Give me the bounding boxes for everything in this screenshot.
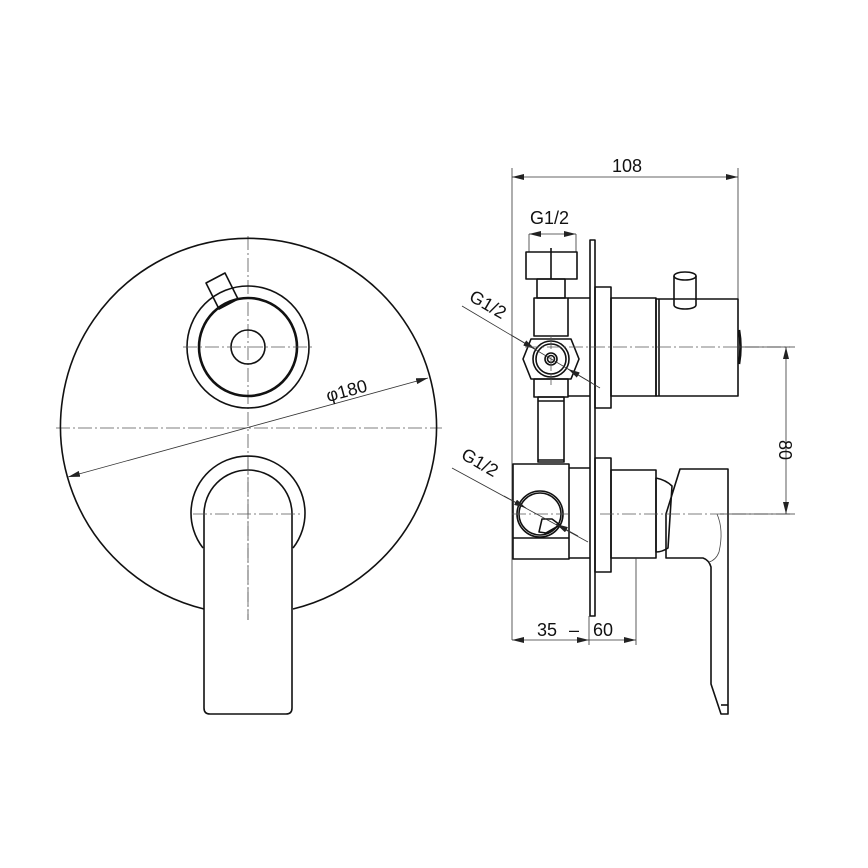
pipe-body xyxy=(537,396,565,463)
knob-body xyxy=(655,298,739,397)
install-depth-dimension: 35 – 60 xyxy=(512,558,637,645)
side-view: 108 G1/2 xyxy=(451,156,795,715)
lever-handle-side xyxy=(655,468,729,715)
lower-valve-body xyxy=(512,463,570,560)
overall-depth-dimension: 108 xyxy=(511,156,739,640)
cover-plate xyxy=(59,237,438,610)
top-inlet-label: G1/2 xyxy=(530,208,569,228)
top-nut-neck xyxy=(536,278,566,299)
upper-hex xyxy=(522,338,580,380)
upper-side-inlet-dimension: G1/2 xyxy=(461,286,601,389)
wall-plate xyxy=(589,239,596,617)
lower-flange xyxy=(594,457,612,573)
overall-depth-label: 108 xyxy=(612,156,642,176)
connector-pipe xyxy=(537,396,565,463)
lever-neck xyxy=(655,477,673,553)
lever-handle xyxy=(190,455,306,715)
install-depth-max-label: 60 xyxy=(593,620,613,640)
install-depth-min-label: 35 xyxy=(537,620,557,640)
knob-pin xyxy=(673,276,697,310)
lever-profile xyxy=(665,468,729,715)
lever-contour xyxy=(708,513,722,563)
upper-flange xyxy=(594,286,612,409)
lower-port-insert xyxy=(538,518,561,534)
diverter-knob-side xyxy=(655,271,742,397)
center-distance-dimension: 80 xyxy=(720,346,795,515)
top-inlet-dimension: G1/2 xyxy=(528,208,577,252)
lower-side-inlet-dimension: G1/2 xyxy=(451,444,589,543)
upper-side-inlet-label: G1/2 xyxy=(466,286,510,323)
lower-side-inlet-label: G1/2 xyxy=(458,444,502,481)
top-nut xyxy=(525,248,578,299)
knob-pin-top xyxy=(673,271,697,281)
center-distance-label: 80 xyxy=(775,440,795,460)
knob-tab xyxy=(205,272,239,310)
lever-body xyxy=(203,469,293,715)
front-view: φ180 xyxy=(56,236,442,715)
install-depth-separator: – xyxy=(569,620,579,640)
lower-body xyxy=(512,463,570,560)
diameter-label: φ180 xyxy=(324,376,369,406)
upper-body-top xyxy=(533,297,569,337)
